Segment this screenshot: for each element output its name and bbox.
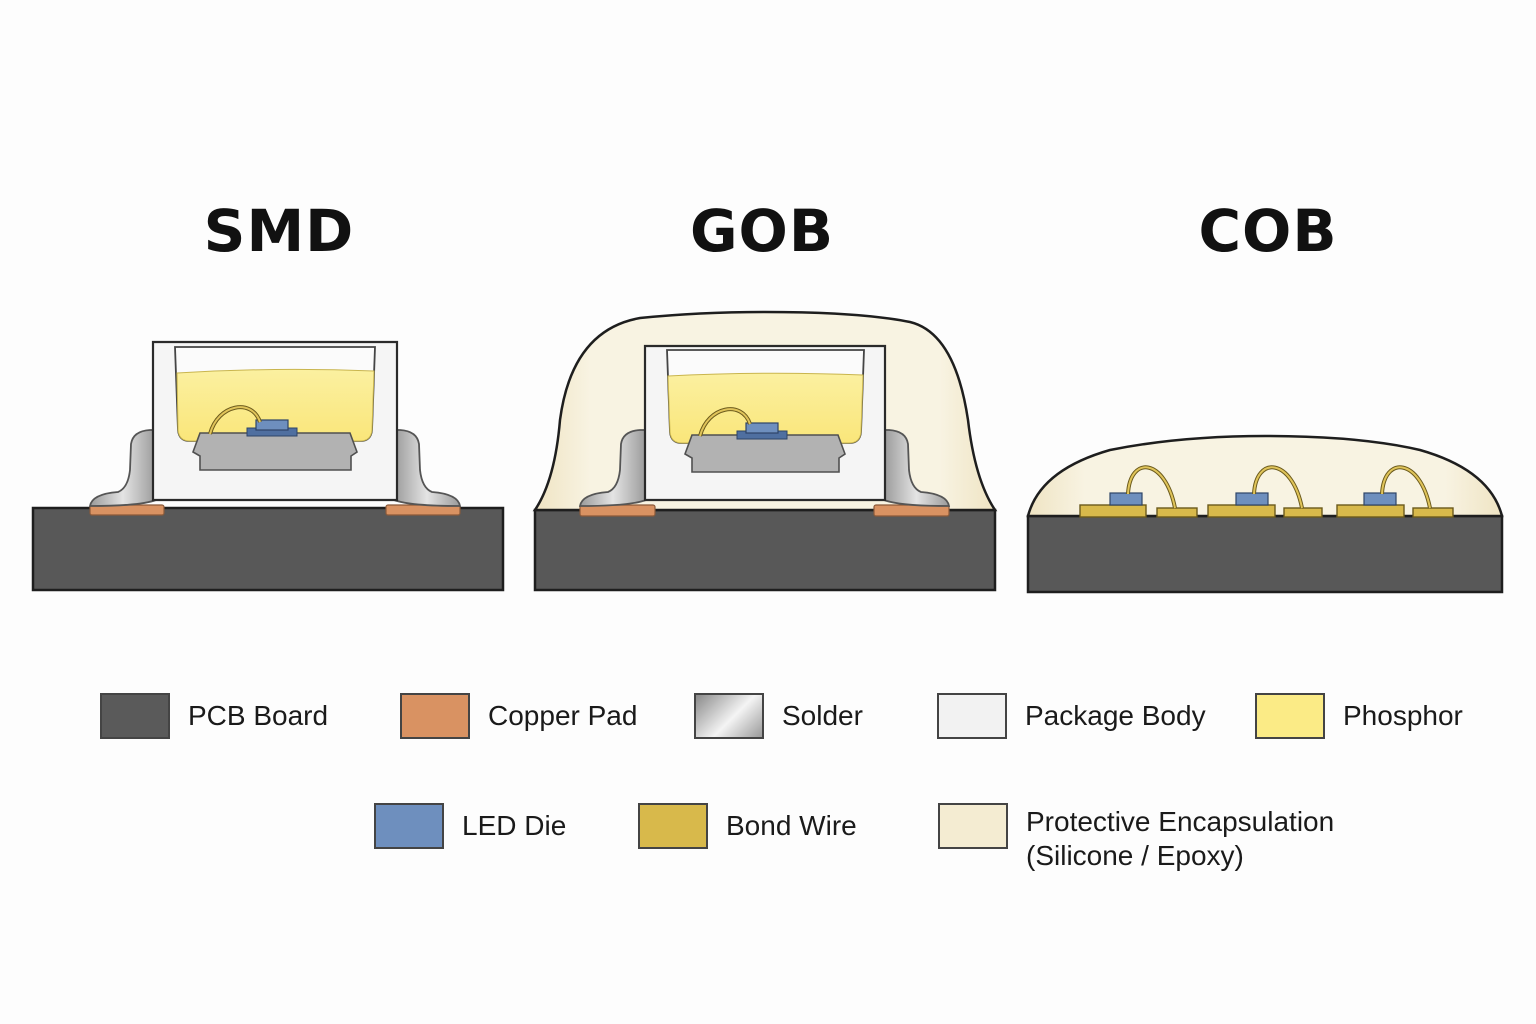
gob-solder-right xyxy=(883,429,951,507)
cob-cross-section xyxy=(1026,434,1504,594)
legend-item-phosphor: Phosphor xyxy=(1255,693,1463,739)
cob-wire-pad xyxy=(1156,507,1198,518)
cob-die-pad xyxy=(1079,504,1147,518)
legend-label-sub: (Silicone / Epoxy) xyxy=(1026,840,1244,871)
bond-wire-swatch xyxy=(638,803,708,849)
smd-phosphor xyxy=(176,368,375,442)
cob-chip-3 xyxy=(1336,465,1454,518)
cob-chip-1 xyxy=(1079,465,1198,518)
smd-title: SMD xyxy=(203,197,355,265)
smd-led-die-top xyxy=(255,419,289,431)
legend-label: Bond Wire xyxy=(726,810,857,841)
gob-title: GOB xyxy=(689,197,835,265)
cob-led-die xyxy=(1235,492,1269,506)
legend-label: Solder xyxy=(782,700,863,731)
legend-item-led-die: LED Die xyxy=(374,803,566,849)
cob-wire-pad xyxy=(1412,507,1454,518)
gob-cross-section xyxy=(532,310,998,592)
cob-led-die xyxy=(1363,492,1397,506)
legend-label: Phosphor xyxy=(1343,700,1463,731)
legend-label: LED Die xyxy=(462,810,567,841)
gob-phosphor xyxy=(667,372,864,444)
smd-pcb-board xyxy=(31,506,505,592)
smd-solder-left xyxy=(88,429,157,507)
pcb-board-swatch xyxy=(100,693,170,739)
gob-pcb-board xyxy=(533,508,997,592)
cob-die-pad xyxy=(1207,504,1276,518)
encapsulation-swatch xyxy=(938,803,1008,849)
legend-item-package-body: Package Body xyxy=(937,693,1206,739)
gob-led-die-top xyxy=(745,422,779,434)
led-die-swatch xyxy=(374,803,444,849)
cob-chip-2 xyxy=(1207,465,1323,518)
legend-item-protective-encapsulation: Protective Encapsulation (Silicone / Epo… xyxy=(938,803,1334,873)
cob-die-pad xyxy=(1336,504,1405,518)
legend-item-copper-pad: Copper Pad xyxy=(400,693,637,739)
legend-item-solder: Solder xyxy=(694,693,863,739)
legend-label-main: Protective Encapsulation xyxy=(1026,806,1335,837)
legend-label: PCB Board xyxy=(188,700,329,731)
legend-label: Protective Encapsulation (Silicone / Epo… xyxy=(1026,803,1334,873)
smd-cross-section xyxy=(31,340,505,592)
legend-item-pcb-board: PCB Board xyxy=(100,693,328,739)
copper-pad-swatch xyxy=(400,693,470,739)
gob-lead-frame xyxy=(684,434,846,473)
cob-led-die xyxy=(1109,492,1143,506)
legend-label: Package Body xyxy=(1025,700,1206,731)
cob-pcb-board xyxy=(1026,514,1504,594)
gob-solder-left xyxy=(578,429,647,507)
solder-swatch xyxy=(694,693,764,739)
package-body-swatch xyxy=(937,693,1007,739)
phosphor-swatch xyxy=(1255,693,1325,739)
legend-label: Copper Pad xyxy=(488,700,638,731)
cob-title: COB xyxy=(1198,197,1338,265)
legend-item-bond-wire: Bond Wire xyxy=(638,803,857,849)
smd-solder-right xyxy=(393,429,462,507)
cob-wire-pad xyxy=(1283,507,1323,518)
smd-lead-frame xyxy=(192,432,358,471)
